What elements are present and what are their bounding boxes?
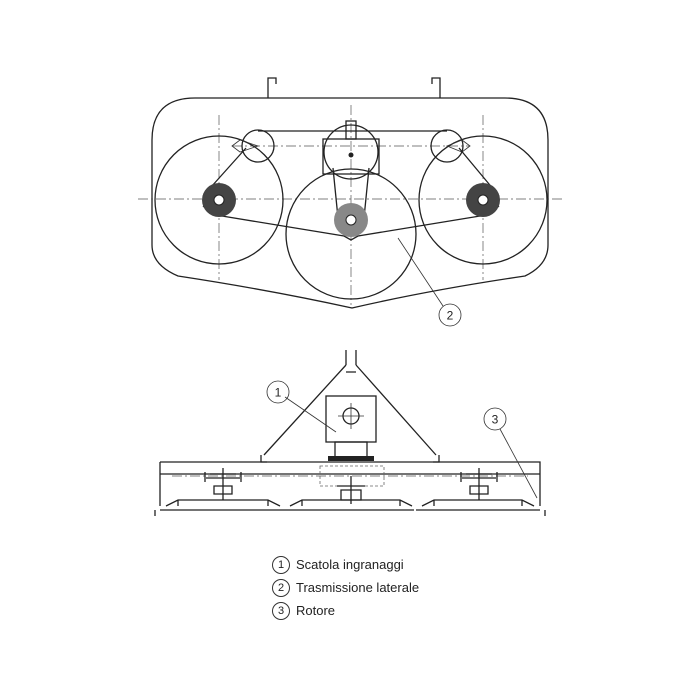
callout-3-number: 3: [492, 413, 499, 427]
legend-item: 2 Trasmissione laterale: [272, 576, 419, 599]
legend-label: Scatola ingranaggi: [296, 557, 404, 572]
legend-label: Trasmissione laterale: [296, 580, 420, 595]
gearbox-neck: [334, 441, 368, 459]
left-rotor-hub: [204, 468, 242, 500]
left-disc: [160, 499, 286, 511]
callout-1-leader: [284, 396, 337, 433]
right-idler-circle: [430, 129, 464, 163]
gearbox-flange: [328, 456, 374, 461]
right-disc: [416, 499, 540, 511]
callout-1-circle: [266, 380, 290, 404]
left-idler-circle: [241, 129, 275, 163]
left-rotor-circle: [154, 135, 284, 265]
legend-item: 1 Scatola ingranaggi: [272, 553, 419, 576]
callout-2-circle: [438, 303, 462, 327]
top-view: 2: [138, 77, 562, 327]
legend-number: 2: [272, 578, 290, 597]
deck-inner-dashes: [319, 465, 385, 487]
right-rotor-hub: [460, 468, 498, 500]
center-disc: [286, 499, 414, 511]
center-drive-pulley-hub: [345, 214, 357, 226]
callout-2-number: 2: [447, 309, 454, 323]
gearbox-top-dot: [348, 152, 354, 158]
callout-2-leader: [397, 237, 444, 307]
callout-3-circle: [483, 407, 507, 431]
deck-skids: [154, 510, 546, 516]
gearbox-top-circle: [323, 124, 379, 180]
gearbox-belt-lines: [332, 167, 370, 219]
right-rotor-circle: [418, 135, 548, 265]
right-hook: [431, 77, 441, 98]
legend-label: Rotore: [296, 603, 336, 618]
left-drive-pulley-hub: [213, 194, 225, 206]
right-tensioner: [445, 139, 471, 153]
housing-outline: [151, 97, 549, 309]
left-hook: [267, 77, 277, 98]
legend: 1 Scatola ingranaggi 2 Trasmissione late…: [272, 553, 419, 622]
right-drive-pulley-hub: [477, 194, 489, 206]
gearbox-top-stub: [345, 120, 357, 140]
callout-3-leader: [499, 428, 538, 499]
legend-number: 3: [272, 601, 290, 620]
center-rotor-circle: [285, 168, 417, 300]
legend-number: 1: [272, 555, 290, 574]
left-tensioner: [231, 139, 260, 153]
side-transmission-belt: [202, 130, 500, 241]
legend-item: 3 Rotore: [272, 599, 419, 622]
side-view: 1 3: [154, 350, 546, 516]
pto-shaft: [345, 350, 357, 365]
callout-1-number: 1: [275, 386, 282, 400]
a-frame: [263, 364, 437, 456]
